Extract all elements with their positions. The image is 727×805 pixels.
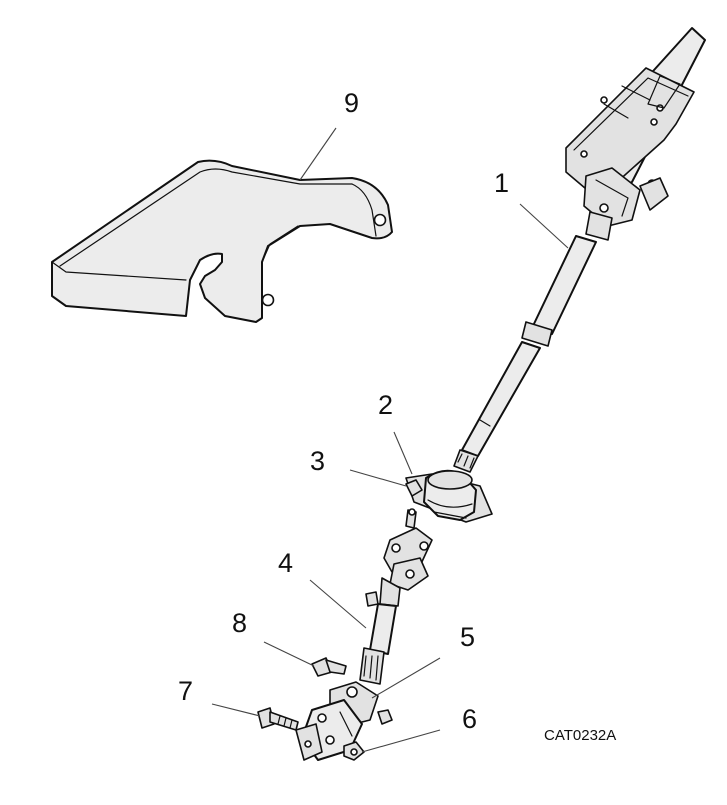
- callout-4: 4: [278, 548, 293, 578]
- part-1-steering-column: [453, 27, 706, 473]
- part-6-nut: [343, 741, 365, 761]
- part-2-bearing-plate: [405, 469, 493, 523]
- leader-lines: [211, 127, 569, 753]
- part-7-bolt: [257, 707, 299, 731]
- callout-2: 2: [378, 390, 393, 420]
- callout-8: 8: [232, 608, 247, 638]
- part-3-nut: [405, 479, 423, 497]
- part-uj-upper-bolt: [405, 508, 417, 529]
- callout-7: 7: [178, 676, 193, 706]
- part-9-shroud: [51, 159, 393, 323]
- callout-5: 5: [460, 622, 475, 652]
- callout-6: 6: [462, 704, 477, 734]
- part-5-lower-universal-joint: [295, 681, 393, 761]
- part-4-universal-joint-shaft: [359, 527, 433, 685]
- callout-3: 3: [310, 446, 325, 476]
- part-8-bolt: [311, 657, 347, 677]
- figure-reference: CAT0232A: [544, 727, 616, 744]
- callout-1: 1: [494, 168, 509, 198]
- callout-9: 9: [344, 88, 359, 118]
